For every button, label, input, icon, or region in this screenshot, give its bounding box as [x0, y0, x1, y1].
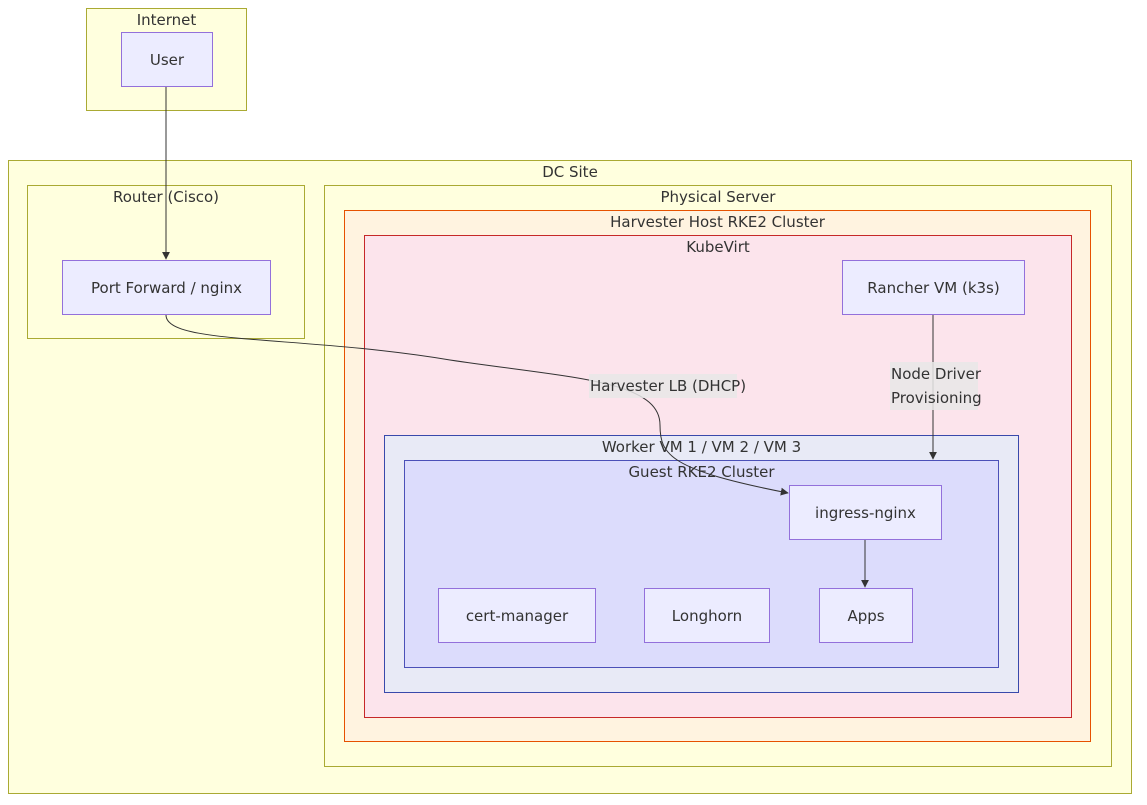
node-port-forward[interactable]: Port Forward / nginx: [62, 260, 271, 315]
edge-label-harvester-lb: Harvester LB (DHCP): [589, 374, 746, 398]
node-cert-manager[interactable]: cert-manager: [438, 588, 596, 643]
edge-label-node-driver: Node Driver Provisioning: [890, 362, 982, 410]
cluster-internet-title: Internet: [136, 11, 197, 29]
node-longhorn[interactable]: Longhorn: [644, 588, 770, 643]
cluster-kubevirt-title: KubeVirt: [686, 238, 750, 256]
node-user-label: User: [149, 50, 185, 69]
cluster-internet: Internet: [86, 8, 247, 111]
node-apps[interactable]: Apps: [819, 588, 913, 643]
node-ingress-nginx[interactable]: ingress-nginx: [789, 485, 942, 540]
edge-label-node-driver-line2: Provisioning: [891, 389, 982, 407]
node-rancher-vm-label: Rancher VM (k3s): [867, 278, 1000, 297]
node-port-forward-label: Port Forward / nginx: [91, 278, 242, 297]
node-user[interactable]: User: [121, 32, 213, 87]
cluster-guest-rke2-title: Guest RKE2 Cluster: [628, 463, 775, 481]
cluster-harvester-host-title: Harvester Host RKE2 Cluster: [610, 213, 825, 231]
edge-label-harvester-lb-text: Harvester LB (DHCP): [590, 377, 747, 395]
edge-label-node-driver-line1: Node Driver: [891, 365, 982, 383]
node-longhorn-label: Longhorn: [671, 606, 743, 625]
node-rancher-vm[interactable]: Rancher VM (k3s): [842, 260, 1025, 315]
node-cert-manager-label: cert-manager: [465, 606, 569, 625]
cluster-worker-vms-title: Worker VM 1 / VM 2 / VM 3: [601, 438, 802, 456]
cluster-router-title: Router (Cisco): [112, 188, 220, 206]
node-ingress-nginx-label: ingress-nginx: [815, 503, 916, 522]
node-apps-label: Apps: [847, 606, 885, 625]
cluster-dc-site-title: DC Site: [542, 163, 598, 181]
cluster-physical-server-title: Physical Server: [660, 188, 776, 206]
